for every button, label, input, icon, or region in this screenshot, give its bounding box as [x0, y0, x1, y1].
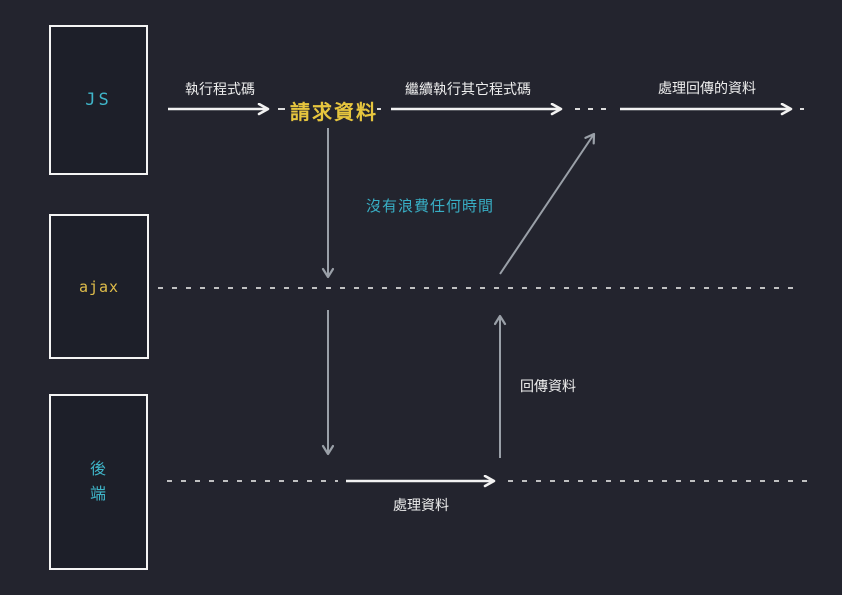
arrow-ajax-callback-to-js	[499, 134, 594, 275]
label-return-data: 回傳資料	[520, 378, 576, 394]
lane-box-backend: 後 端	[49, 394, 148, 570]
label-no-time-wasted: 沒有浪費任何時間	[365, 198, 495, 215]
lane-label-backend: 後 端	[89, 461, 107, 503]
lane-box-ajax: ajax	[49, 214, 149, 359]
label-process-data: 處理資料	[393, 497, 449, 513]
label-handle-returned-data: 處理回傳的資料	[658, 80, 756, 96]
lane-label-js: JS	[85, 90, 112, 110]
label-continue-other-code: 繼續執行其它程式碼	[405, 81, 531, 97]
lane-label-ajax: ajax	[78, 277, 120, 296]
label-request-data: 請求資料	[290, 102, 378, 124]
label-execute-code: 執行程式碼	[185, 81, 255, 97]
lane-box-js: JS	[49, 25, 148, 175]
